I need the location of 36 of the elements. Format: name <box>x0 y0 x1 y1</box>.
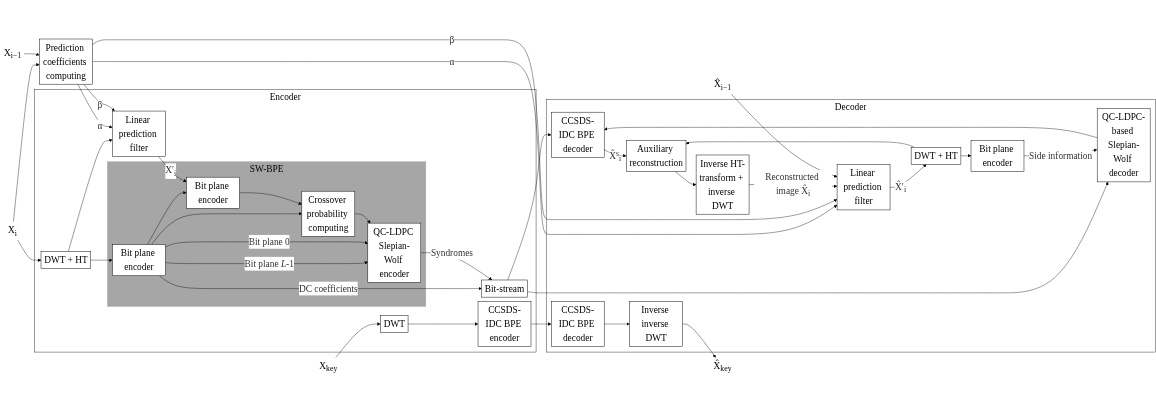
node-box: Inverse HT-transform + inverse DWT <box>695 154 750 214</box>
node-box: Prediction coefficients computing <box>39 38 93 84</box>
edge-label: Bit plane L-1 <box>244 258 294 269</box>
edge-label: X̂′$_{i}$ <box>895 181 907 194</box>
node-box: Linear prediction filter <box>112 110 166 156</box>
edge-label: X′$_{i}$ <box>165 164 177 177</box>
node-text: X̂$_{i−1}$ <box>713 78 732 91</box>
edge-label: β <box>97 98 103 110</box>
node-box: QC-LDPC-based Slepian-Wolf decoder <box>1096 108 1151 182</box>
edge-label: β <box>449 34 455 45</box>
node-text: X$_{key}$ <box>319 360 338 373</box>
node-box: CCSDS-IDC BPE decoder <box>551 111 605 158</box>
node-box: Crossover probability computing <box>301 190 356 237</box>
edge-label: Bit plane 0 <box>248 236 290 247</box>
node-box: Bit plane encoder <box>186 176 240 209</box>
node-box: DWT + HT <box>40 250 91 269</box>
node-box: Inverse inverse DWT <box>629 300 683 347</box>
node-box: CCSDS-IDC BPE encoder <box>477 300 532 347</box>
edge-label: Side information <box>1029 150 1093 161</box>
node-box: Auxiliary reconstruction <box>626 139 687 172</box>
node-box: Linear prediction filter <box>836 164 891 210</box>
node-box: Bit plane encoder <box>970 139 1025 172</box>
node-text: X$_{i}$ <box>8 224 17 237</box>
edge-label: α <box>449 56 455 67</box>
node-box: DWT <box>380 314 409 333</box>
node-box: DWT + HT <box>910 146 962 165</box>
node-text: X$_{i−1}$ <box>3 47 22 60</box>
node-box: Bit-stream <box>481 279 528 297</box>
node-box: QC-LDPC Slepian-Wolf encoder <box>367 222 421 283</box>
node-text: X̂$_{key}$ <box>713 360 732 373</box>
node-box: CCSDS-IDC BPE decoder <box>551 300 605 347</box>
edge-label: Syndromes <box>430 247 473 258</box>
edge-label: Reconstructed image X̂$_{i}$ <box>765 171 819 198</box>
edge-label: α <box>97 120 103 131</box>
node-box: Bit plane encoder <box>112 243 166 276</box>
edge-label: DC coefficients <box>298 283 358 294</box>
